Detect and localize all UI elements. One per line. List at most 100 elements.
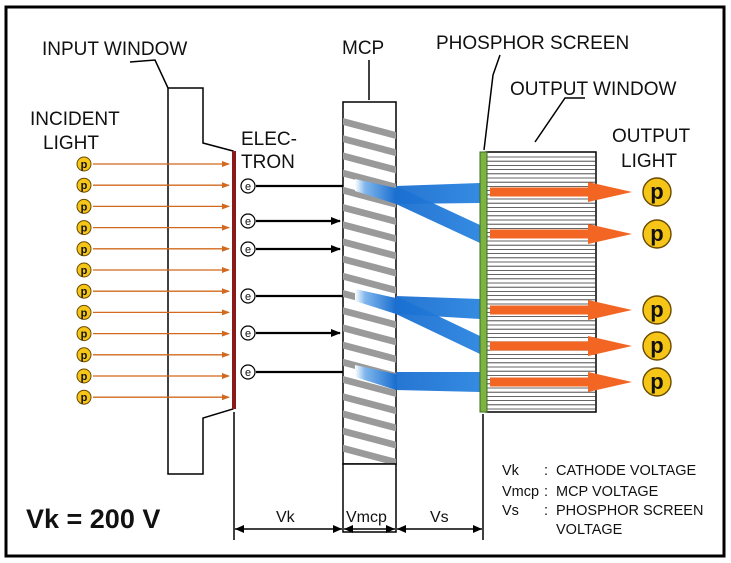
incident-photon-symbol: p xyxy=(81,244,88,256)
output-photon-symbol: p xyxy=(650,333,663,358)
mcp-channel xyxy=(343,427,396,449)
electron-symbol: e xyxy=(245,367,251,379)
incident-photon xyxy=(76,347,92,363)
mcp-channel xyxy=(343,238,396,260)
electron xyxy=(240,213,256,229)
diagram-frame xyxy=(4,5,726,558)
mcp-channel xyxy=(343,341,396,363)
incident-photon-symbol: p xyxy=(81,159,88,171)
mcp-electron-cloud xyxy=(355,179,396,204)
electron xyxy=(240,364,256,380)
incident-photon xyxy=(76,304,92,320)
incident-photon-symbol: p xyxy=(81,201,88,213)
output-photon xyxy=(642,219,672,249)
vs-dim-bg xyxy=(428,507,454,525)
mcp-channel xyxy=(343,410,396,432)
vk-dimension-label: Vk xyxy=(276,509,296,526)
vmcp-dimension-label: Vmcp xyxy=(346,509,387,526)
mcp-channel xyxy=(343,118,396,139)
mcp-electron-clouds xyxy=(355,179,396,390)
electron-symbol: e xyxy=(245,244,251,256)
mcp-channel xyxy=(343,272,396,294)
output-light-label-2: LIGHT xyxy=(621,151,677,172)
incident-photon-symbol: p xyxy=(81,350,88,362)
voltage-legend: Vk : CATHODE VOLTAGE Vmcp : MCP VOLTAGE … xyxy=(502,463,703,538)
electron-cones xyxy=(396,183,480,392)
electron-symbol: e xyxy=(245,181,251,193)
output-photon xyxy=(642,331,672,361)
electron-cone xyxy=(396,296,480,354)
output-light-arrowhead xyxy=(588,372,632,392)
cathode-voltage-value: Vk = 200 V xyxy=(26,504,160,534)
input-window-label: INPUT WINDOW xyxy=(42,39,187,60)
output-light-shaft xyxy=(490,229,590,239)
incident-photon-symbol: p xyxy=(81,265,88,277)
incident-photon xyxy=(76,389,92,405)
incident-photon-symbol: p xyxy=(81,180,88,192)
electron-label-1: ELEC- xyxy=(241,129,297,150)
phosphor-screen-label: PHOSPHOR SCREEN xyxy=(436,33,629,54)
incident-photon-symbol: p xyxy=(81,329,88,341)
mcp-channel xyxy=(343,152,396,174)
vmcp-dim-bg xyxy=(346,507,394,525)
incident-photon xyxy=(76,241,92,257)
legend-desc-vmcp: MCP VOLTAGE xyxy=(556,484,659,500)
incident-photon xyxy=(76,368,92,384)
output-photon-symbol: p xyxy=(650,297,663,322)
incident-photon-symbol: p xyxy=(81,286,88,298)
output-light-shaft xyxy=(490,341,590,351)
mcp-channel xyxy=(343,376,396,397)
legend-key-vk: Vk xyxy=(502,463,520,479)
legend-key-vs: Vs xyxy=(502,503,519,519)
incident-photon-symbol: p xyxy=(81,371,88,383)
legend-sep-vk: : xyxy=(544,463,548,479)
legend-key-vmcp: Vmcp xyxy=(502,484,539,500)
output-photon xyxy=(642,367,672,397)
vs-dimension-label: Vs xyxy=(430,509,449,526)
mcp-channel xyxy=(343,324,396,346)
input-window xyxy=(167,87,234,475)
incident-photon-symbol: p xyxy=(81,223,88,235)
legend-desc-vk: CATHODE VOLTAGE xyxy=(556,463,697,479)
output-photon-symbol: p xyxy=(650,369,663,394)
electron xyxy=(240,288,256,304)
output-light-arrowhead xyxy=(588,224,632,244)
electron-symbol: e xyxy=(245,216,251,228)
incident-photon xyxy=(76,326,92,342)
mcp-channel xyxy=(343,444,396,464)
output-photon xyxy=(642,295,672,325)
output-light-label-1: OUTPUT xyxy=(612,126,691,147)
mcp-channel xyxy=(343,135,396,157)
electron-group: e e e e e e xyxy=(240,178,361,380)
mcp-electron-cloud xyxy=(355,289,396,314)
incident-photon-symbol: p xyxy=(81,307,88,319)
output-photon xyxy=(642,177,672,207)
mcp-channel xyxy=(343,393,396,415)
legend-desc-vs: PHOSPHOR SCREEN xyxy=(556,503,703,519)
mcp-channel xyxy=(343,255,396,277)
electron-cone xyxy=(396,186,480,243)
electron xyxy=(240,241,256,257)
electron-symbol: e xyxy=(245,328,251,340)
output-light-arrowhead xyxy=(588,182,632,202)
mcp-channel xyxy=(343,221,396,243)
incident-photon xyxy=(76,177,92,193)
electron xyxy=(240,178,256,194)
mcp-channel xyxy=(343,204,396,225)
mcp-channel xyxy=(343,307,396,329)
output-light-shaft xyxy=(490,305,590,315)
electron-symbol: e xyxy=(245,291,251,303)
output-photon-symbol: p xyxy=(650,179,663,204)
legend-sep-vs: : xyxy=(544,503,548,519)
electron-label-2: TRON xyxy=(241,152,295,173)
incident-photon xyxy=(76,156,92,172)
incident-photon xyxy=(76,262,92,278)
output-window-label: OUTPUT WINDOW xyxy=(510,79,676,100)
incident-photon xyxy=(76,220,92,236)
output-photon-symbol: p xyxy=(650,221,663,246)
legend-desc-vs-cont: VOLTAGE xyxy=(556,522,623,538)
output-light-shaft xyxy=(490,187,590,197)
